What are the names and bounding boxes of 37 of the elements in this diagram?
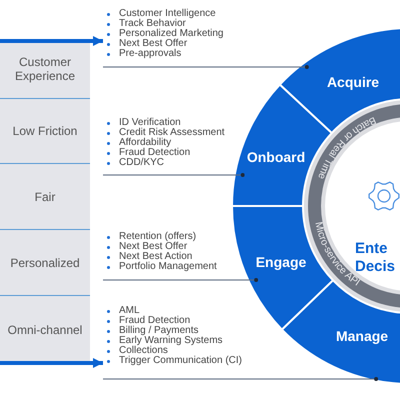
list-item: Next Best Offer [103,242,225,252]
row-label: Fair [34,190,56,204]
leader-line [102,173,245,177]
list-item: Fraud Detection [103,316,258,326]
list-item: Collections [103,346,258,356]
arrow [0,358,103,368]
segment-label: Manage [336,328,388,344]
list-item: Early Warning Systems [103,336,258,346]
list-item: Pre-approvals [103,49,238,59]
segment-label: Onboard [246,149,306,165]
list-item: Affordability [103,138,230,148]
row-label: Personalized [10,256,80,270]
arrow [0,36,103,46]
list-item: Customer Intelligence [103,9,238,19]
row-label: Customer Experience [14,55,76,83]
leader-line [102,278,258,282]
list-item: Fraud Detection [103,148,230,158]
row-label: Omni-channel [8,323,82,337]
leader-line [102,377,378,381]
segment-label: Engage [256,254,306,270]
leader-line [102,65,309,69]
list-item: Personalized Marketing [103,29,238,39]
row-label: Low Friction [12,124,78,138]
list-item: CDD/KYC [103,158,230,168]
list-item: Retention (offers) [103,232,225,242]
list-item: Next Best Action [103,252,225,262]
list-item: ID Verification [103,118,230,128]
list-item: AML [103,306,258,316]
list-item: Billing / Payments [103,326,258,336]
center-title: Ente Decis [355,240,396,275]
segment-label: Acquire [326,74,380,90]
list-item: Portfolio Management [103,262,225,272]
list-item: Track Behavior [103,19,238,29]
list-item: Trigger Communication (CI) [103,356,258,366]
side-panel [0,40,90,364]
list-item: Credit Risk Assessment [103,128,230,138]
list-item: Next Best Offer [103,39,238,49]
